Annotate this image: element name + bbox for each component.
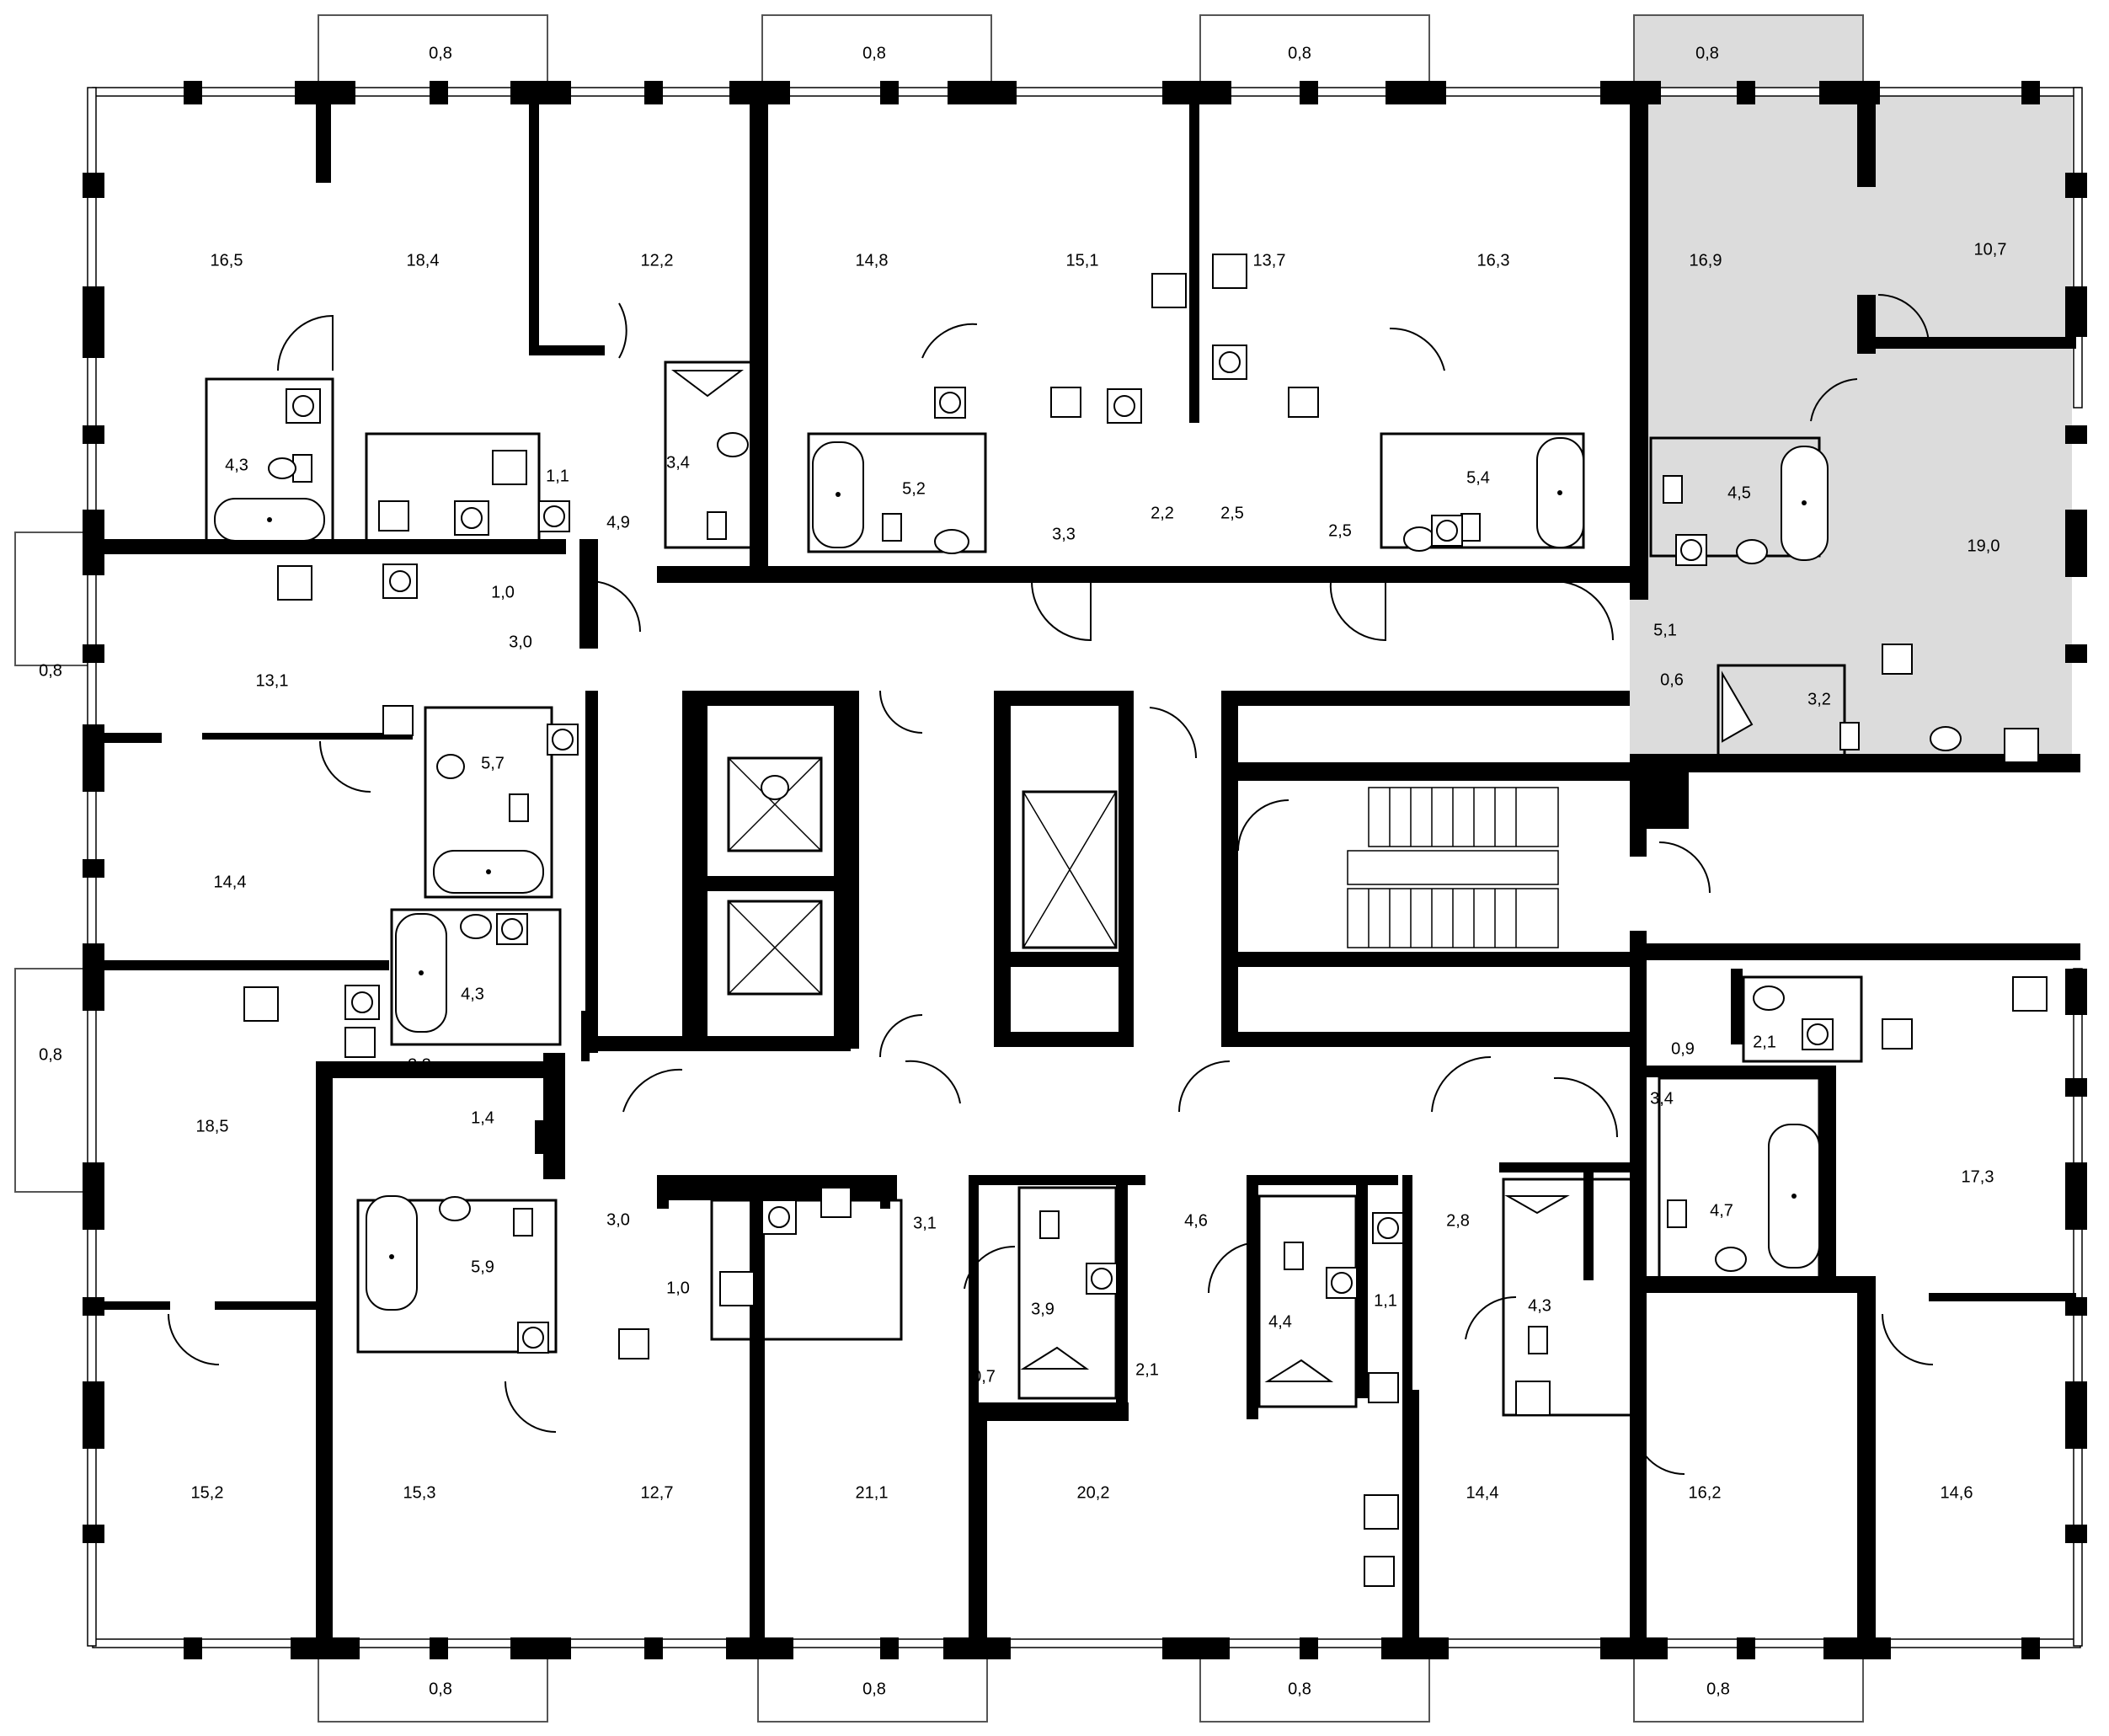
label-room: 16,3 [1477, 251, 1510, 270]
label-balcony-bottom-3: 0,8 [1288, 1680, 1311, 1698]
balcony-top-3 [1199, 14, 1430, 90]
label-room: 2,1 [1753, 1033, 1776, 1051]
label-room: 5,9 [471, 1258, 494, 1276]
label-balcony-bottom-2: 0,8 [862, 1680, 886, 1698]
balcony-top-4 [1633, 14, 1864, 90]
toilet-icon [268, 454, 1860, 1354]
walls [83, 81, 2087, 1659]
label-room: 3,1 [913, 1214, 937, 1232]
label-room: 2,8 [1446, 1211, 1470, 1230]
label-room: 12,7 [641, 1483, 674, 1502]
label-room: 4,7 [1710, 1201, 1733, 1220]
label-room: 14,4 [1466, 1483, 1499, 1502]
label-room: 0,8 [39, 661, 62, 680]
label-room: 20,2 [1077, 1483, 1110, 1502]
label-room: 4,3 [461, 985, 484, 1003]
label-room: 10,7 [1974, 240, 2007, 259]
balcony-top-1 [318, 14, 548, 90]
label-room: 0,8 [39, 1045, 62, 1064]
label-room: 15,2 [191, 1483, 224, 1502]
label-room: 14,8 [856, 251, 889, 270]
balcony-left-2 [14, 968, 93, 1193]
label-room: 18,4 [407, 251, 440, 270]
label-balcony-top-2: 0,8 [862, 44, 886, 62]
vent-icon [344, 387, 1913, 1587]
label-room: 5,7 [481, 754, 505, 772]
balcony-left-1 [14, 531, 93, 666]
label-room: 18,5 [196, 1117, 229, 1135]
label-room: 15,3 [403, 1483, 436, 1502]
label-room: 4,6 [1184, 1211, 1208, 1230]
partitions [205, 361, 1863, 1417]
stove-icon [243, 254, 2048, 1530]
label-balcony-bottom-4: 0,8 [1706, 1680, 1730, 1698]
label-room: 1,1 [1374, 1291, 1397, 1310]
highlighted-apartment [1630, 94, 2072, 760]
label-room: 16,2 [1689, 1483, 1722, 1502]
label-room: 13,7 [1253, 251, 1286, 270]
balcony-top-2 [761, 14, 992, 90]
washing-machine-icon [496, 387, 1834, 1354]
label-room: 5,4 [1466, 468, 1490, 487]
label-room: 4,3 [1528, 1296, 1551, 1315]
label-room: 19,0 [1968, 537, 2000, 555]
label-room: 16,5 [211, 251, 243, 270]
label-room: 0,7 [972, 1367, 996, 1386]
label-room: 1,1 [546, 467, 569, 485]
elevator-icon [727, 756, 1118, 996]
label-balcony-top-1: 0,8 [429, 44, 452, 62]
label-room: 3,0 [606, 1210, 630, 1229]
label-room: 3,4 [1650, 1089, 1674, 1108]
label-room: 4,9 [606, 513, 630, 531]
label-room: 16,9 [1690, 251, 1722, 270]
label-room: 0,9 [1671, 1039, 1695, 1058]
label-room: 5,2 [902, 479, 926, 498]
bathtub-icon [214, 437, 1829, 1311]
label-room: 3,9 [1031, 1300, 1054, 1318]
label-room: 21,1 [856, 1483, 889, 1502]
label-room: 2,5 [1220, 504, 1244, 522]
label-room: 17,3 [1962, 1167, 1994, 1186]
label-room: 4,5 [1727, 483, 1751, 502]
door-swing-icon [168, 294, 1934, 1475]
label-room: 0,6 [1660, 670, 1684, 689]
label-room: 1,4 [471, 1108, 494, 1127]
room-labels: 0,8 0,8 0,8 0,8 16,5 18,4 12,2 14,8 15,1… [39, 44, 2006, 1698]
shower-icon [671, 370, 1754, 1382]
stairs-icon [1347, 787, 1559, 948]
label-room: 2,5 [1328, 521, 1352, 540]
label-room: 14,4 [214, 873, 247, 891]
label-room: 14,6 [1941, 1483, 1973, 1502]
label-room: 4,4 [1268, 1312, 1292, 1331]
sink-icon [286, 345, 1962, 1272]
label-balcony-top-4: 0,8 [1695, 44, 1719, 62]
label-room: 3,4 [666, 453, 690, 472]
label-room: 5,1 [1653, 621, 1677, 639]
label-room: 3,3 [408, 1055, 431, 1074]
label-room: 1,0 [491, 583, 515, 601]
label-room: 3,2 [1807, 690, 1831, 708]
label-room: 2,2 [1151, 504, 1174, 522]
label-room: 15,1 [1066, 251, 1099, 270]
label-balcony-bottom-1: 0,8 [429, 1680, 452, 1698]
label-balcony-top-3: 0,8 [1288, 44, 1311, 62]
label-room: 3,3 [1052, 525, 1076, 543]
label-room: 1,0 [666, 1279, 690, 1297]
balconies [14, 14, 1864, 1723]
label-room: 12,2 [641, 251, 674, 270]
label-room: 2,1 [1135, 1360, 1159, 1379]
label-room: 4,3 [225, 456, 248, 474]
label-room: 3,0 [509, 633, 532, 651]
label-room: 13,1 [256, 671, 289, 690]
